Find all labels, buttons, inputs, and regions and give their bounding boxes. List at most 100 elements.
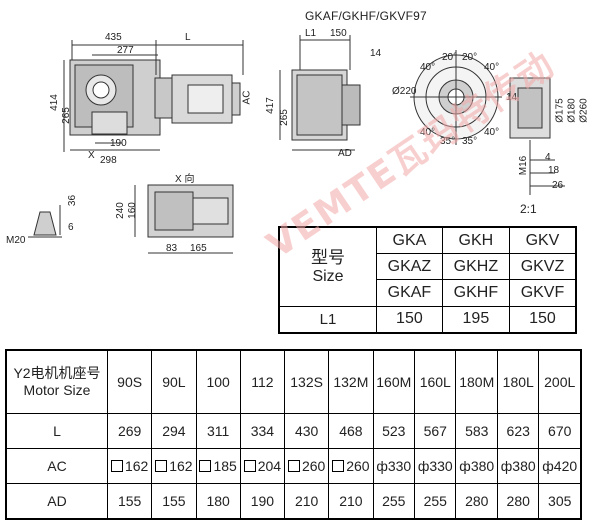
angle-20b: 20° [462,52,478,63]
motor-value-cell: ф380 [497,448,540,485]
size-cell: GKHZ [441,253,510,281]
dim-AC: AC [241,90,253,105]
dim-160: 160 [126,202,138,219]
row-label: AC [5,448,108,485]
motor-size-header: 160L [414,349,457,415]
dim-AD: AD [338,148,352,159]
l1-label: L1 [278,305,377,334]
motor-value-cell: 210 [283,483,330,520]
size-cell: GKHF [441,279,510,307]
motor-value-cell: 567 [414,413,457,450]
dim-18: 18 [548,165,560,176]
angle-40c: 40° [420,127,436,138]
dim-26: 26 [552,180,564,191]
motor-value: 670 [548,423,572,440]
technical-drawing: GKAF/GKHF/GKVF97 435 L 277 414 265 AC 19… [6,9,590,254]
motor-value-cell: 190 [239,483,286,520]
l1-value: 150 [376,305,443,334]
dim-417: 417 [264,97,276,114]
motor-value: 311 [206,423,230,440]
size-cell: GKVZ [508,253,577,281]
size-table: 型号 Size GKA GKH GKV GKAZ GKHZ GKVZ GKAF … [278,226,577,334]
motor-value: 210 [294,493,319,510]
dim-6: 6 [68,222,74,233]
bolt-detail [28,205,62,238]
dim-14: 14 [370,48,382,59]
bottom-view [134,184,234,254]
drawing-title: GKAF/GKHF/GKVF97 [305,9,427,23]
motor-value: 294 [162,423,186,440]
motor-header-en: Motor Size [23,382,91,399]
motor-value-cell: 583 [455,413,499,450]
angle-40a: 40° [420,62,436,73]
size-cell: GKVF [508,279,577,307]
motor-value: 155 [117,493,142,510]
square-section-icon [155,460,168,473]
motor-value: 567 [423,423,447,440]
motor-value: 162 [169,458,193,475]
motor-value-cell: ф330 [414,448,457,485]
angle-35b: 35° [462,136,478,147]
row-label: L [5,413,108,450]
motor-value: ф380 [459,458,495,475]
motor-value: ф380 [500,458,536,475]
dim-X: X [88,150,95,161]
motor-size-header: 180M [455,349,499,415]
motor-value: 623 [506,423,530,440]
angle-35a: 35° [440,136,456,147]
motor-value: 334 [250,423,275,440]
front-view [63,40,244,152]
motor-value-cell: 210 [328,483,374,520]
motor-value: 204 [257,458,282,475]
size-cell: GKA [376,226,443,255]
motor-value: 468 [339,423,363,440]
square-section-icon [243,460,256,473]
size-cell: GKAF [376,279,443,307]
motor-value-cell: 269 [106,413,153,450]
dim-L1: L1 [305,28,317,39]
motor-value-cell: 162 [106,448,153,485]
motor-value-cell: 204 [239,448,286,485]
motor-value: 255 [382,493,406,510]
dim-36: 36 [67,194,79,207]
motor-value-cell: 430 [283,413,330,450]
angle-20a: 20° [442,52,458,63]
dim-83: 83 [166,243,178,254]
motor-value-cell: 523 [372,413,416,450]
motor-value-cell: 280 [497,483,540,520]
square-section-icon [199,460,212,473]
dim-175: Ø175 [554,98,566,123]
motor-value-cell: 155 [106,483,153,520]
motor-size-header: 160M [372,349,416,415]
dim-labels: 435 L 277 414 265 AC 190 X 298 L1 150 14… [6,28,590,254]
dim-4: 4 [545,152,551,163]
motor-value: 180 [206,493,230,510]
motor-value-cell: 155 [151,483,197,520]
row-label: AD [5,483,108,520]
angle-40b: 40° [484,62,500,73]
dim-L: L [185,32,191,43]
motor-value: ф330 [417,458,453,475]
drawing-svg [28,35,565,254]
dim-277: 277 [117,45,134,56]
motor-size-header: 100 [195,349,241,415]
motor-value-cell: 294 [151,413,197,450]
dim-260: Ø260 [578,98,590,123]
motor-value-cell: 162 [151,448,197,485]
motor-value-cell: 305 [538,483,582,520]
dim-180: Ø180 [566,98,578,123]
motor-header-cn: Y2电机机座号 [13,365,101,382]
square-section-icon [110,460,123,473]
dim-298: 298 [100,155,117,166]
l1-value: 195 [441,305,510,334]
motor-value-cell: 670 [538,413,582,450]
dim-165: 165 [190,243,207,254]
motor-size-header: 180L [497,349,540,415]
dim-14b: 14 [506,92,518,103]
dim-265b: 265 [278,109,290,126]
motor-value-cell: ф330 [372,448,416,485]
motor-header: Y2电机机座号 Motor Size [5,349,108,415]
motor-value: ф330 [376,458,412,475]
dim-M16: M16 [518,155,530,176]
